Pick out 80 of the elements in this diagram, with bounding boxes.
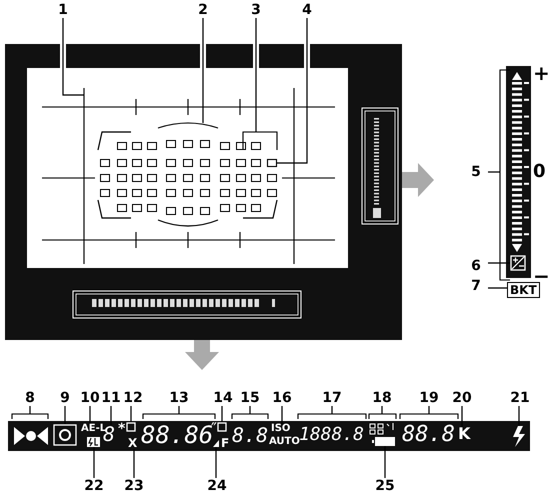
- metering-icon: [53, 424, 77, 446]
- leader-line: [488, 262, 510, 264]
- callout-number: 3: [244, 2, 268, 18]
- plus-sign: +: [533, 63, 550, 83]
- f-number-mark: F: [221, 437, 230, 449]
- callout-number: 12: [121, 390, 145, 406]
- leader-line: [488, 171, 500, 173]
- leader-line: [384, 446, 386, 478]
- leader-line: [331, 406, 333, 414]
- leader-line: [215, 447, 217, 478]
- bkt-indicator: BKT: [507, 282, 540, 298]
- callout-number: 8: [18, 390, 42, 406]
- bracket: [499, 69, 510, 281]
- callout-number: 17: [320, 390, 344, 406]
- leader-line: [488, 287, 507, 289]
- iso-indicator: ISO: [271, 424, 290, 434]
- leader-line: [381, 406, 383, 414]
- leader-line: [202, 18, 204, 123]
- leader-line: [428, 406, 430, 414]
- flash-lock-icon: [87, 437, 100, 447]
- k-indicator: K: [458, 426, 470, 442]
- callout-number: 14: [211, 390, 235, 406]
- bracket: [231, 413, 269, 419]
- callout-number: 23: [122, 478, 146, 494]
- callout-number: 19: [417, 390, 441, 406]
- callout-number: 18: [370, 390, 394, 406]
- leader-line: [110, 406, 112, 425]
- leader-line: [29, 406, 31, 414]
- callout-number: 24: [205, 478, 229, 494]
- callout-number: 20: [450, 390, 474, 406]
- leader-line: [133, 449, 135, 478]
- bracket: [399, 413, 459, 419]
- callout-number: 22: [82, 478, 106, 494]
- leader-line: [62, 18, 84, 96]
- callout-number: 1: [51, 2, 75, 18]
- battery-icon: [372, 437, 395, 446]
- leader-line: [221, 406, 223, 422]
- callout-number: 9: [53, 390, 77, 406]
- lock-indicator-icon: [217, 422, 227, 432]
- shutter-speed-display: 88.86: [141, 423, 214, 447]
- asterisk: *: [118, 422, 126, 436]
- leader-line: [281, 406, 283, 424]
- zero-mark: 0: [533, 163, 546, 181]
- callout-number: 11: [99, 390, 123, 406]
- bracket: [368, 413, 397, 419]
- x-sync-indicator: X: [128, 437, 138, 449]
- callout-number: 25: [373, 478, 397, 494]
- callout-number: 16: [270, 390, 294, 406]
- callout-number: 13: [167, 390, 191, 406]
- callout-number: 7: [464, 278, 488, 294]
- leader-line: [64, 406, 66, 424]
- aperture-display: 8.8: [232, 425, 268, 445]
- callout-number: 4: [295, 2, 319, 18]
- grid-lines: [41, 87, 336, 265]
- leader-line: [461, 406, 463, 427]
- leader-line: [178, 406, 180, 414]
- iso-display: 1888.8: [299, 426, 364, 444]
- bracket: [297, 413, 367, 419]
- leader-line: [255, 18, 257, 132]
- bracket: [142, 413, 216, 419]
- leader-line: [249, 406, 251, 414]
- exposure-compensation-icon: [510, 255, 526, 271]
- leader-line: [89, 406, 91, 424]
- leader-line: [130, 406, 132, 422]
- exposure-count-display: 88.8: [402, 424, 455, 446]
- callout-number: 6: [464, 258, 488, 274]
- flash-icon: [513, 426, 525, 447]
- leader-line: [277, 18, 308, 164]
- callout-number: 15: [238, 390, 262, 406]
- callout-number: 21: [508, 390, 532, 406]
- bracket: [11, 413, 49, 419]
- auto-iso-indicator: AUTO: [269, 437, 300, 447]
- callout-number: 5: [464, 164, 488, 180]
- lock-indicator-icon: [126, 422, 136, 432]
- leader-line: [518, 406, 520, 426]
- aperture-stop-icon: [213, 440, 219, 447]
- seconds-mark: ″: [211, 421, 217, 437]
- leader-line: [93, 447, 95, 478]
- callout-number: 10: [78, 390, 102, 406]
- callout-number: 2: [191, 2, 215, 18]
